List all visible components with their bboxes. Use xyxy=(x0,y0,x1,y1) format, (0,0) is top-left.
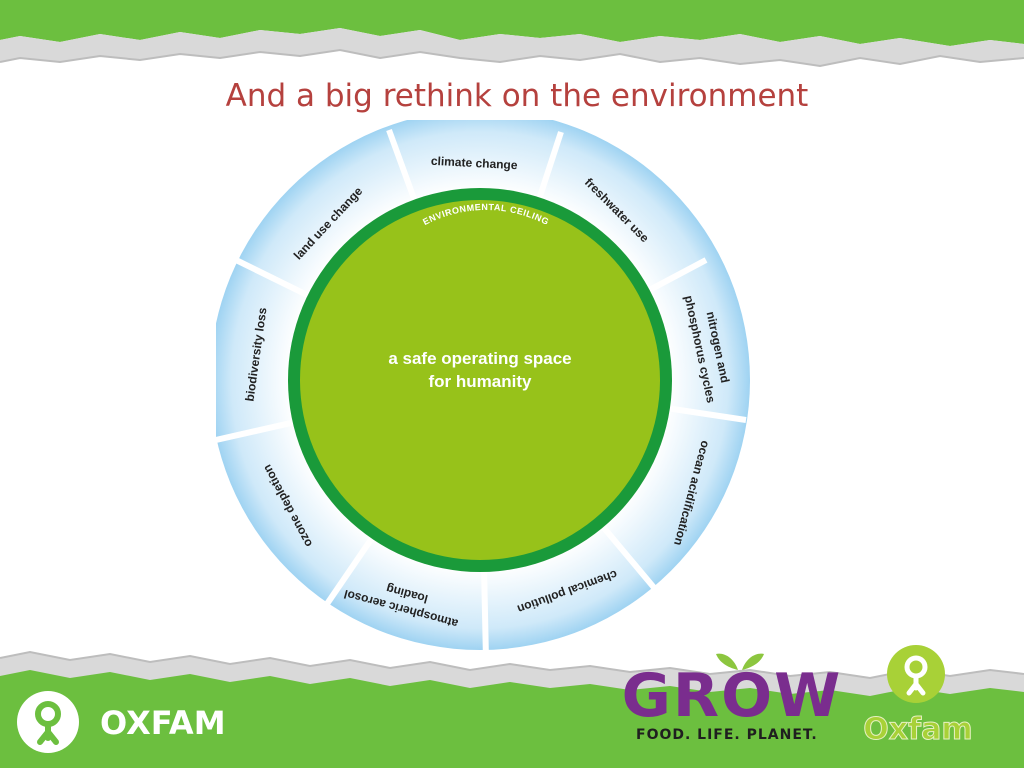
oxfam-wordmark-right: Oxfam xyxy=(863,712,973,748)
grow-wordmark: GROW xyxy=(622,661,843,731)
oxfam-logo-right xyxy=(887,645,945,703)
planetary-boundaries-diagram: ENVIRONMENTAL CEILING a safe operating s… xyxy=(216,120,750,660)
center-text-line1: a safe operating space xyxy=(388,349,571,368)
center-text-line2: for humanity xyxy=(429,372,532,391)
top-torn-paper-band xyxy=(0,0,1024,80)
slide-title: And a big rethink on the environment xyxy=(225,78,809,114)
bottom-torn-paper-band xyxy=(0,650,1024,768)
segment-label-climate-change: climate change xyxy=(431,154,519,173)
grow-logo: GROW xyxy=(622,653,843,731)
oxfam-wordmark-left: OXFAM xyxy=(100,704,226,742)
oxfam-figure-icon xyxy=(35,701,61,745)
sprout-icon xyxy=(716,653,764,670)
safe-operating-space-core xyxy=(300,200,660,560)
oxfam-figure-icon-right xyxy=(904,655,928,696)
grow-tagline: FOOD. LIFE. PLANET. xyxy=(636,727,818,743)
oxfam-logo-left xyxy=(17,691,79,753)
